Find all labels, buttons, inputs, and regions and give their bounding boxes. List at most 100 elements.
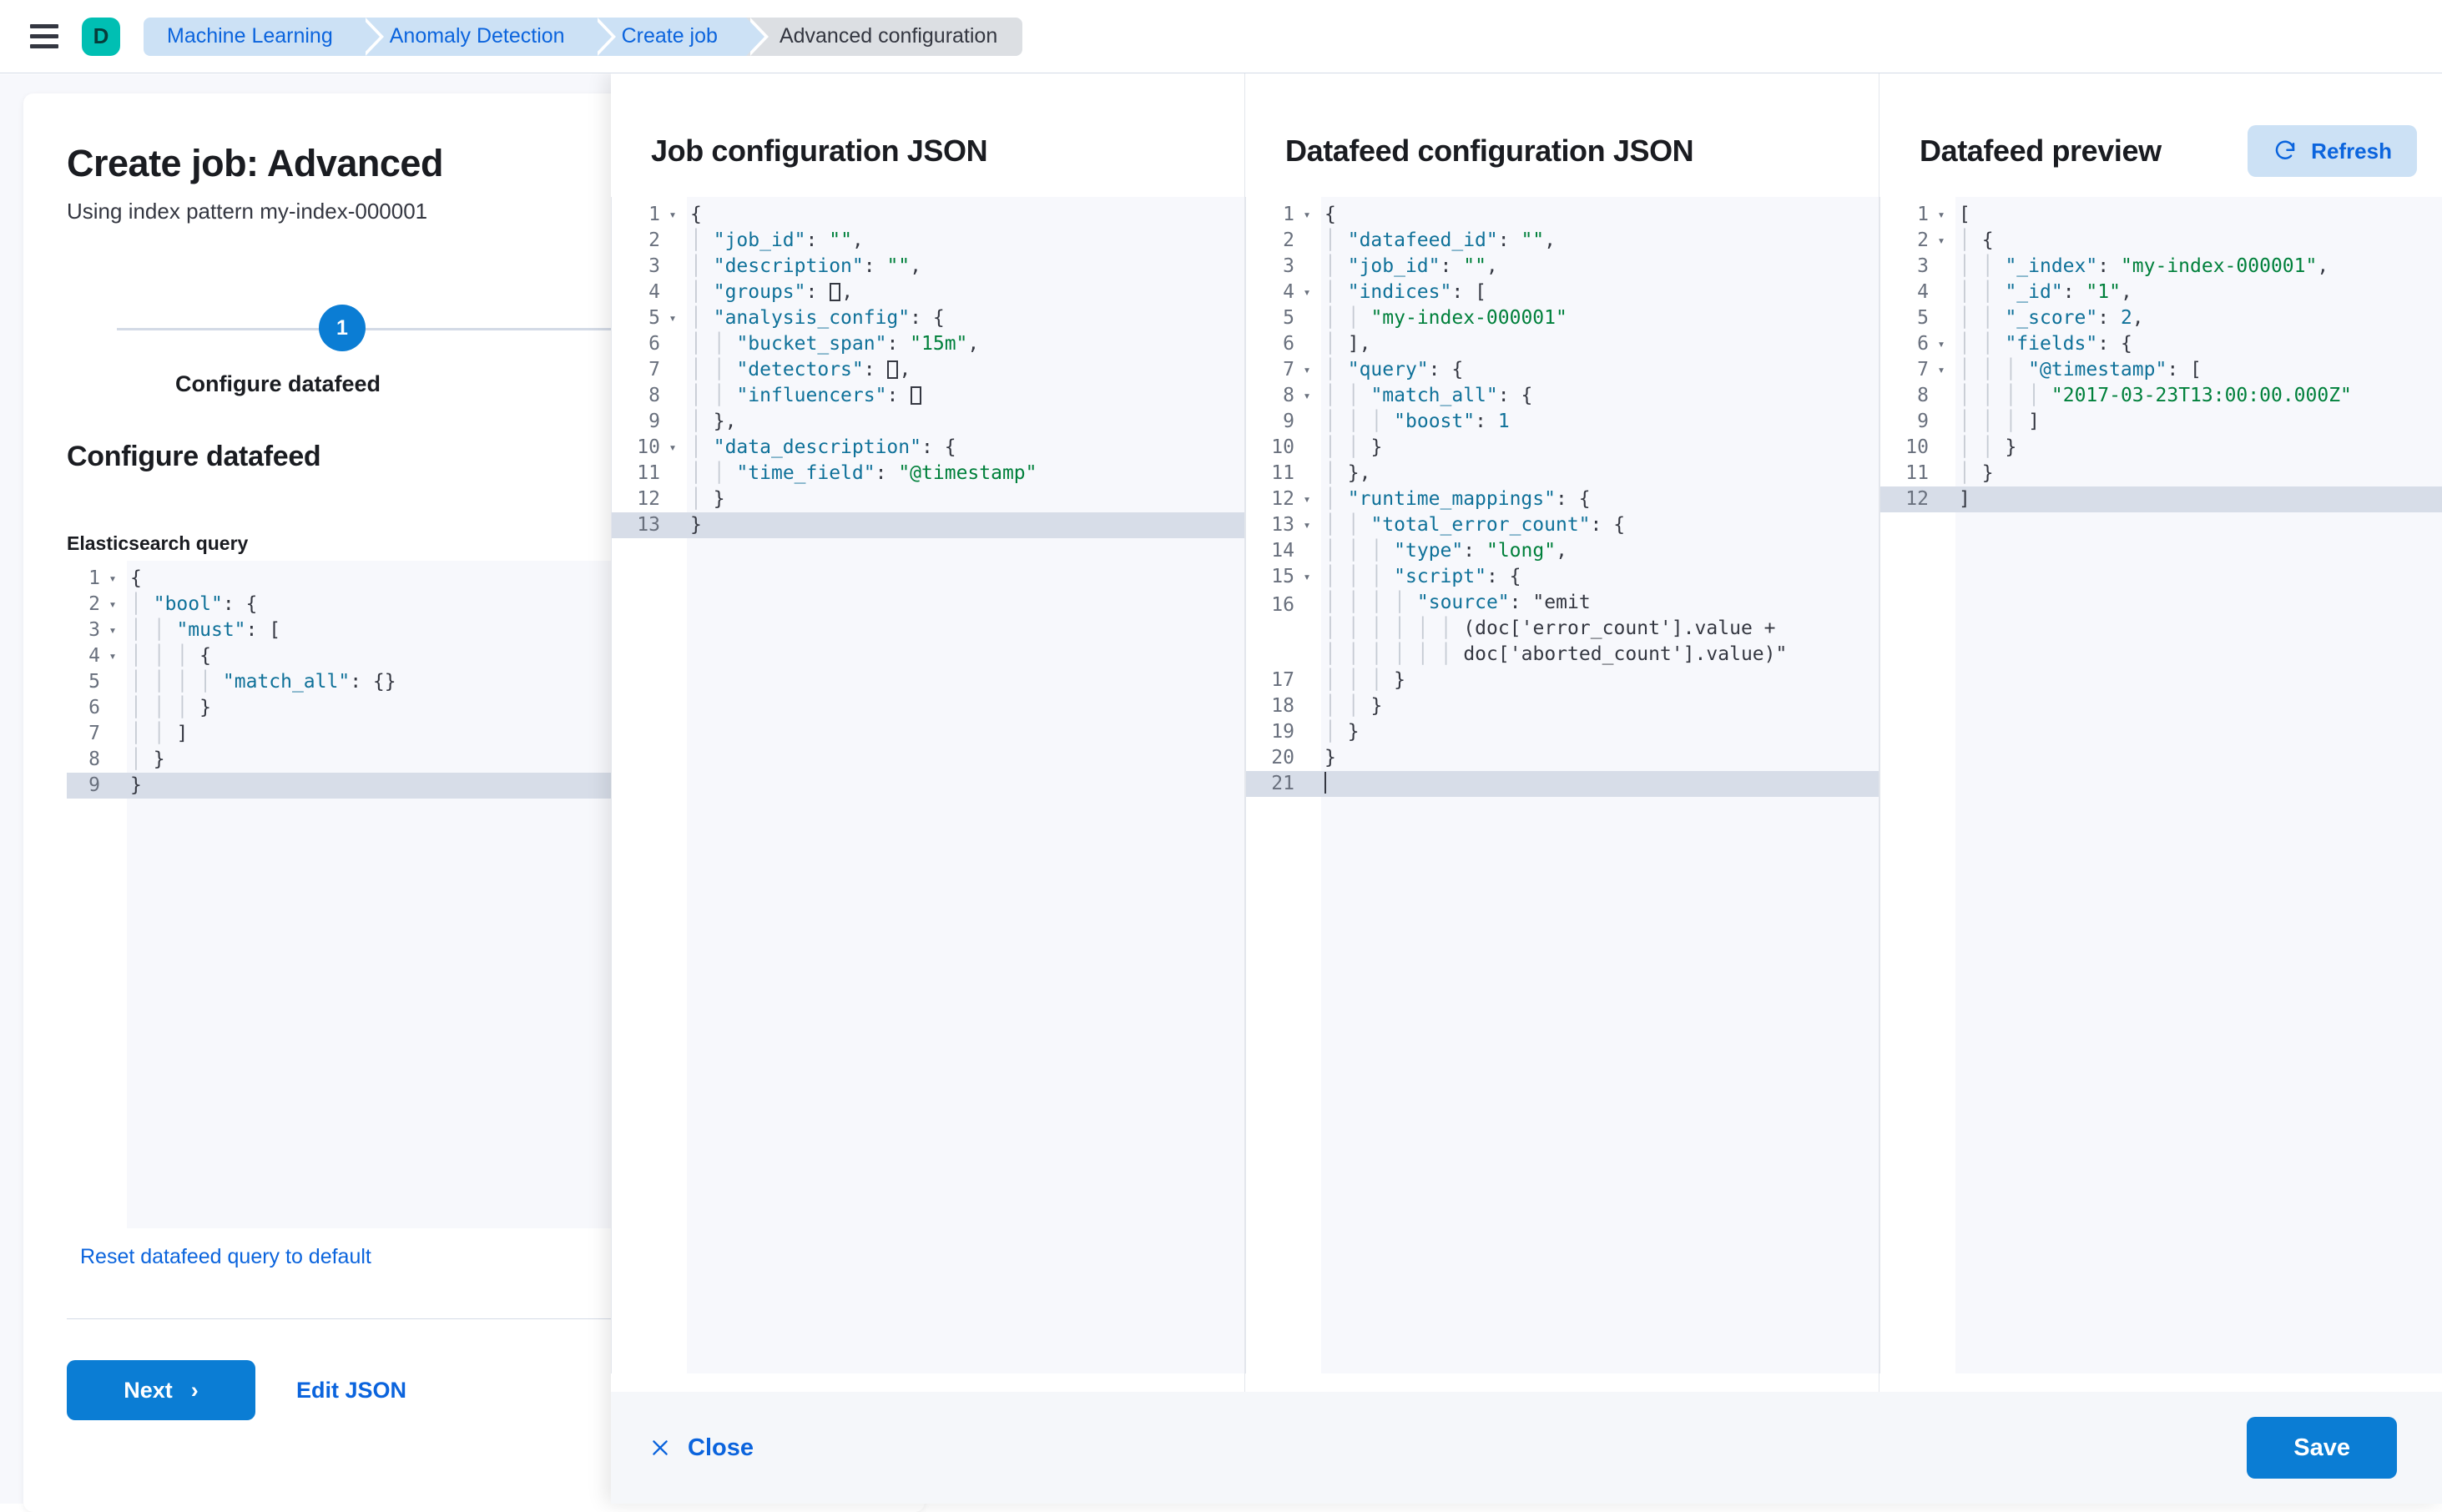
fold-arrow-icon[interactable]: ▾ bbox=[1937, 233, 1945, 248]
gutter-line: 3 bbox=[648, 255, 660, 277]
gutter-line: 10 bbox=[1905, 436, 1929, 458]
gutter-line: 19 bbox=[1271, 721, 1294, 743]
code-line: │ } bbox=[130, 748, 165, 770]
section-title-configure-datafeed: Configure datafeed bbox=[67, 441, 321, 472]
next-button-label: Next bbox=[124, 1377, 173, 1403]
code-line: } bbox=[687, 512, 1244, 538]
gutter-line: 9 bbox=[67, 773, 127, 799]
code-line: │ │ } bbox=[1959, 436, 2017, 458]
page-subtitle: Using index pattern my-index-000001 bbox=[67, 199, 428, 224]
gutter-line: 8 bbox=[88, 748, 100, 770]
reset-datafeed-query-link[interactable]: Reset datafeed query to default bbox=[80, 1245, 371, 1268]
stepper-step-1[interactable]: 1 bbox=[319, 305, 366, 351]
code-line: │ } bbox=[1324, 721, 1360, 743]
fold-arrow-icon[interactable]: ▾ bbox=[1303, 388, 1311, 403]
datafeed-configuration-title: Datafeed configuration JSON bbox=[1285, 134, 1694, 168]
code-line: │ "runtime_mappings": { bbox=[1324, 488, 1591, 510]
code-line: │ │ │ │ "source": "emit│ │ │ │ │ │ (doc[… bbox=[1324, 592, 1788, 665]
code-line: │ { bbox=[1959, 229, 1994, 251]
gutter-line: 7▾ bbox=[1246, 357, 1321, 383]
fold-arrow-icon[interactable]: ▾ bbox=[669, 310, 677, 325]
code-line: } bbox=[1324, 747, 1336, 769]
breadcrumb-item-create-job[interactable]: Create job bbox=[593, 17, 769, 56]
page-title: Create job: Advanced bbox=[67, 142, 443, 184]
fold-arrow-icon[interactable]: ▾ bbox=[1303, 362, 1311, 377]
fold-arrow-icon[interactable]: ▾ bbox=[108, 571, 117, 586]
gutter-line: 6 bbox=[1283, 333, 1294, 355]
fold-arrow-icon[interactable]: ▾ bbox=[1303, 569, 1311, 584]
code-line: │ │ } bbox=[1324, 695, 1383, 717]
gutter-line: 2 bbox=[648, 229, 660, 251]
fold-arrow-icon[interactable]: ▾ bbox=[1937, 207, 1945, 222]
gutter-line: 6 bbox=[648, 333, 660, 355]
gutter-line: 9 bbox=[648, 411, 660, 432]
gutter-line: 1▾ bbox=[67, 566, 127, 592]
datafeed-preview-code[interactable]: [│ {│ │ "_index": "my-index-000001",│ │ … bbox=[1955, 197, 2442, 1373]
fold-arrow-icon[interactable]: ▾ bbox=[1937, 362, 1945, 377]
fold-arrow-icon[interactable]: ▾ bbox=[108, 622, 117, 638]
job-config-code[interactable]: {│ "job_id": "",│ "description": "",│ "g… bbox=[687, 197, 1244, 1373]
job-configuration-title: Job configuration JSON bbox=[651, 134, 988, 168]
code-line: │ "indices": [ bbox=[1324, 281, 1486, 303]
gutter-line: 7 bbox=[88, 723, 100, 744]
datafeed-preview-title: Datafeed preview bbox=[1920, 134, 2162, 168]
save-button[interactable]: Save bbox=[2247, 1417, 2397, 1479]
code-line: │ "analysis_config": { bbox=[690, 307, 945, 329]
close-button[interactable]: Close bbox=[649, 1434, 754, 1462]
fold-arrow-icon[interactable]: ▾ bbox=[669, 440, 677, 455]
chevron-right-icon: › bbox=[190, 1377, 199, 1403]
column-datafeed-preview-header: Datafeed preview Refresh bbox=[1879, 120, 2442, 182]
code-line: │ │ "_score": 2, bbox=[1959, 307, 2144, 329]
code-line: { bbox=[1324, 204, 1336, 225]
top-navigation-bar: D Machine Learning Anomaly Detection Cre… bbox=[0, 0, 2442, 73]
gutter-line: 21 bbox=[1246, 771, 1321, 797]
fold-arrow-icon[interactable]: ▾ bbox=[108, 648, 117, 663]
gutter-line: 17 bbox=[1271, 669, 1294, 691]
gutter-line: 13 bbox=[612, 512, 687, 538]
fold-arrow-icon[interactable]: ▾ bbox=[1303, 517, 1311, 532]
datafeed-config-code[interactable]: {│ "datafeed_id": "",│ "job_id": "",│ "i… bbox=[1321, 197, 1879, 1373]
gutter-line: 1▾ bbox=[1246, 202, 1321, 228]
code-line: │ "description": "", bbox=[690, 255, 922, 277]
gutter-line: 4 bbox=[648, 281, 660, 303]
gutter-line: 5 bbox=[1917, 307, 1929, 329]
refresh-button[interactable]: Refresh bbox=[2248, 125, 2417, 177]
column-datafeed-configuration-header: Datafeed configuration JSON bbox=[1245, 120, 1879, 182]
breadcrumb-item-advanced-configuration[interactable]: Advanced configuration bbox=[745, 17, 1023, 56]
gutter-line: 3 bbox=[1283, 255, 1294, 277]
code-line: │ │ ] bbox=[130, 723, 189, 744]
code-line: │ }, bbox=[1324, 462, 1371, 484]
avatar[interactable]: D bbox=[82, 17, 120, 56]
code-line: │ }, bbox=[690, 411, 737, 432]
edit-json-button[interactable]: Edit JSON bbox=[296, 1360, 406, 1420]
code-line: │ │ │ "script": { bbox=[1324, 566, 1521, 587]
gutter-line: 13▾ bbox=[1246, 512, 1321, 538]
gutter-line: 10 bbox=[1271, 436, 1294, 458]
fold-arrow-icon[interactable]: ▾ bbox=[108, 597, 117, 612]
gutter-line: 10▾ bbox=[612, 435, 687, 461]
fold-arrow-icon[interactable]: ▾ bbox=[1303, 207, 1311, 222]
breadcrumb-item-anomaly-detection[interactable]: Anomaly Detection bbox=[361, 17, 616, 56]
code-line: │ │ │ } bbox=[1324, 669, 1406, 691]
stepper-step-1-label: Configure datafeed bbox=[175, 371, 381, 396]
fold-arrow-icon[interactable]: ▾ bbox=[669, 207, 677, 222]
hamburger-menu-icon[interactable] bbox=[25, 18, 63, 56]
fold-arrow-icon[interactable]: ▾ bbox=[1937, 336, 1945, 351]
gutter-line: 14 bbox=[1271, 540, 1294, 562]
next-button[interactable]: Next › bbox=[67, 1360, 255, 1420]
gutter-line: 1▾ bbox=[612, 202, 687, 228]
gutter-line: 1▾ bbox=[1880, 202, 1955, 228]
fold-arrow-icon[interactable]: ▾ bbox=[1303, 491, 1311, 507]
fold-arrow-icon[interactable]: ▾ bbox=[1303, 285, 1311, 300]
flyout-footer: Close Save bbox=[611, 1392, 2442, 1504]
breadcrumb-item-machine-learning[interactable]: Machine Learning bbox=[144, 17, 384, 56]
gutter-line: 11 bbox=[1271, 462, 1294, 484]
gutter-line: 8 bbox=[1917, 385, 1929, 406]
code-line: ] bbox=[1955, 486, 2442, 512]
